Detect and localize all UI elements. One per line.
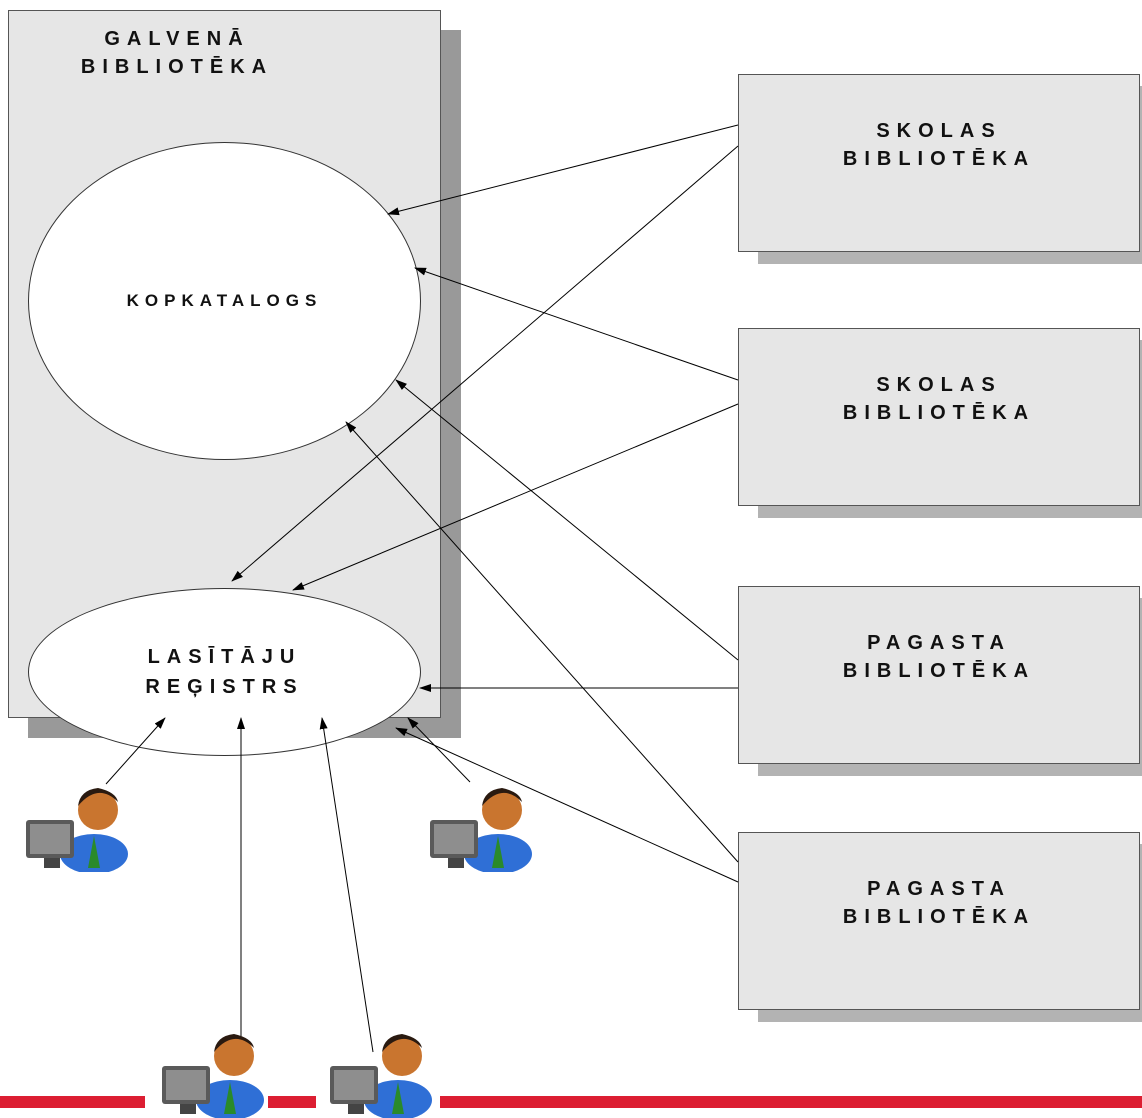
branch-box-school-1: SKOLAS BIBLIOTĒKA xyxy=(738,74,1140,252)
branch-title: SKOLAS BIBLIOTĒKA xyxy=(739,117,1139,173)
user-at-computer-icon xyxy=(26,788,128,872)
union-catalog-ellipse: KOPKATALOGS xyxy=(28,142,421,460)
main-title-line1: GALVENĀ xyxy=(104,28,250,50)
arrow-user1 xyxy=(105,717,166,785)
registry-line1: LASĪTĀJU xyxy=(147,646,302,668)
reader-registry-label: LASĪTĀJU REĢISTRS xyxy=(145,642,303,702)
union-catalog-label: KOPKATALOGS xyxy=(126,291,323,310)
branch-line2: BIBLIOTĒKA xyxy=(842,402,1036,424)
branch-line1: PAGASTA xyxy=(867,632,1011,654)
footer-accent-bar xyxy=(268,1096,316,1108)
arrow-user4 xyxy=(407,717,471,783)
footer-accent-bar xyxy=(0,1096,145,1108)
user-at-computer-icon xyxy=(430,788,532,872)
branch-box-school-2: SKOLAS BIBLIOTĒKA xyxy=(738,328,1140,506)
arrow-user3 xyxy=(319,717,374,1053)
branch-title: PAGASTA BIBLIOTĒKA xyxy=(739,875,1139,931)
registry-line2: REĢISTRS xyxy=(145,676,304,698)
user-at-computer-icon xyxy=(330,1034,432,1118)
arrow-school1-registry xyxy=(231,145,739,582)
branch-line1: SKOLAS xyxy=(876,374,1002,396)
main-library-title: GALVENĀ BIBLIOTĒKA xyxy=(17,25,337,81)
branch-line1: SKOLAS xyxy=(876,120,1002,142)
footer-accent-bar xyxy=(440,1096,1142,1108)
main-title-line2: BIBLIOTĒKA xyxy=(80,56,274,78)
arrow-school1-catalog xyxy=(387,124,739,216)
reader-registry-ellipse: LASĪTĀJU REĢISTRS xyxy=(28,588,421,756)
arrow-school2-catalog xyxy=(414,267,739,381)
branch-line2: BIBLIOTĒKA xyxy=(842,148,1036,170)
branch-title: SKOLAS BIBLIOTĒKA xyxy=(739,371,1139,427)
arrow-school2-registry xyxy=(292,403,739,591)
arrow-parish2-catalog xyxy=(345,421,739,863)
branch-line2: BIBLIOTĒKA xyxy=(842,906,1036,928)
user-at-computer-icon xyxy=(162,1034,264,1118)
branch-line1: PAGASTA xyxy=(867,878,1011,900)
arrow-parish2-registry xyxy=(395,727,739,883)
branch-box-parish-1: PAGASTA BIBLIOTĒKA xyxy=(738,586,1140,764)
branch-title: PAGASTA BIBLIOTĒKA xyxy=(739,629,1139,685)
arrow-parish1-catalog xyxy=(395,379,739,661)
branch-line2: BIBLIOTĒKA xyxy=(842,660,1036,682)
branch-box-parish-2: PAGASTA BIBLIOTĒKA xyxy=(738,832,1140,1010)
